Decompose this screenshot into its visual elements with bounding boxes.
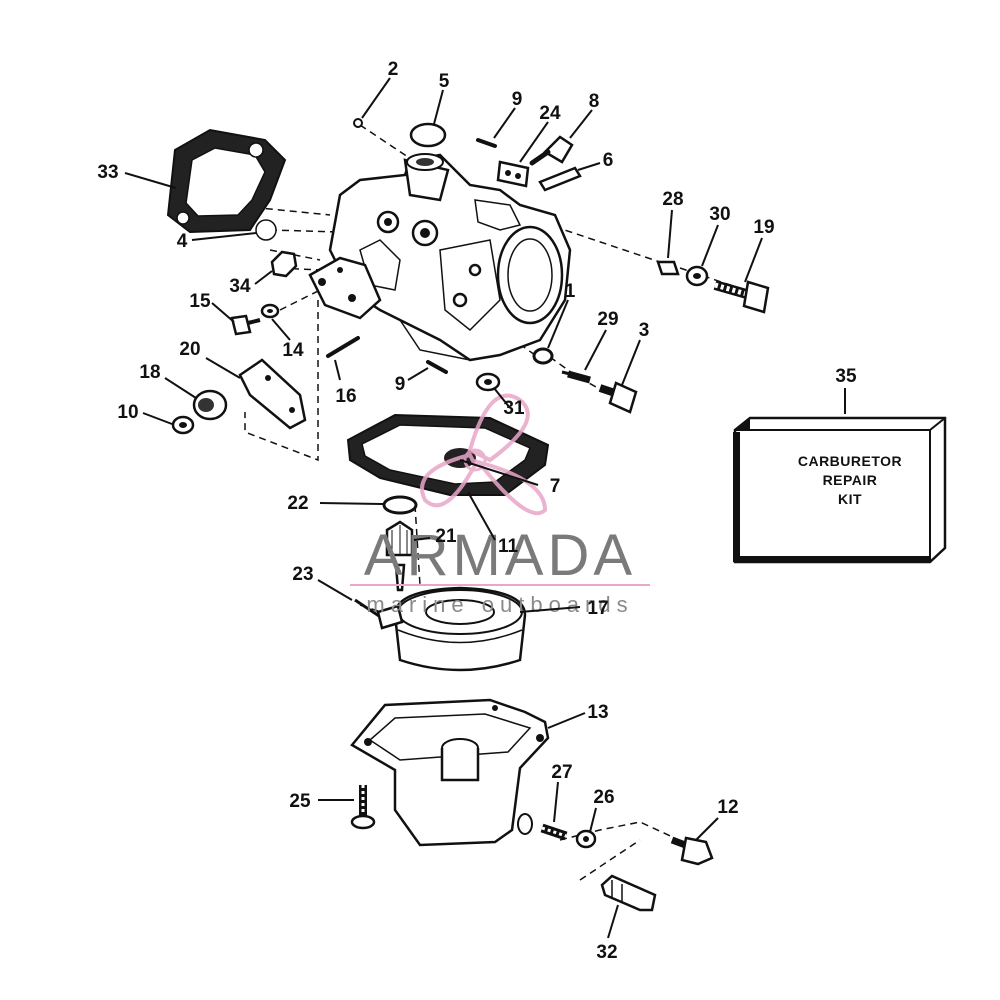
callout-16: 16: [335, 386, 356, 407]
callout-8: 8: [589, 91, 600, 112]
washer-30: [685, 265, 709, 287]
retainer-clip: [496, 160, 530, 188]
washer-26: [575, 829, 597, 849]
screw-3: [598, 381, 638, 414]
o-ring-1: [532, 347, 554, 365]
welch-plug: [409, 122, 447, 148]
bolt-12: [670, 836, 714, 866]
callout-35: 35: [835, 366, 857, 387]
callout-17: 17: [587, 598, 608, 619]
washer-31: [475, 372, 501, 392]
screw-25: [350, 785, 376, 830]
pin-6: [538, 166, 582, 192]
callout-19: 19: [753, 217, 774, 238]
kit-label-line1: CARBURETOR: [798, 453, 902, 469]
callout-20: 20: [179, 339, 200, 360]
callout-4: 4: [177, 231, 188, 252]
callout-33: 33: [97, 162, 118, 183]
inlet-needle: [394, 563, 406, 592]
float-bowl: [350, 698, 550, 847]
callout-9-lower: 9: [395, 374, 406, 395]
screw-16: [326, 336, 360, 358]
callout-23: 23: [292, 564, 313, 585]
callout-21: 21: [435, 526, 457, 547]
screw-19: [713, 280, 770, 314]
callout-1: 1: [565, 281, 576, 302]
callout-2: 2: [388, 59, 399, 80]
callout-12: 12: [717, 797, 738, 818]
link-roller: [192, 389, 228, 421]
callout-26: 26: [593, 787, 614, 808]
callout-3: 3: [639, 320, 650, 341]
callout-30: 30: [709, 204, 730, 225]
screw-15: [230, 314, 261, 336]
callout-25: 25: [289, 791, 311, 812]
pin-top: [476, 138, 497, 148]
callout-29: 29: [597, 309, 618, 330]
callout-15: 15: [189, 291, 211, 312]
pin-lower: [426, 360, 448, 374]
callout-31: 31: [503, 398, 525, 419]
callout-9-top: 9: [512, 89, 523, 110]
throttle-lever-plate: [308, 256, 382, 320]
carburetor-body: [328, 153, 572, 362]
callout-11: 11: [498, 536, 519, 557]
callout-22: 22: [287, 493, 308, 514]
callout-10: 10: [117, 402, 138, 423]
fuel-fitting: [600, 874, 657, 912]
callout-32: 32: [596, 942, 617, 963]
callout-5: 5: [439, 71, 450, 92]
callout-24: 24: [539, 103, 561, 124]
screw-8: [529, 135, 574, 166]
callout-27: 27: [551, 762, 572, 783]
inlet-needle-seat: [385, 520, 414, 557]
callout-28: 28: [662, 189, 683, 210]
kit-label-line2: REPAIR: [823, 472, 878, 488]
bowl-gasket: [346, 413, 550, 496]
callout-6: 6: [603, 150, 614, 171]
kit-label-line3: KIT: [838, 491, 862, 507]
fitting-28: [656, 260, 680, 276]
callout-7: 7: [550, 476, 561, 497]
link-nut: [171, 415, 195, 435]
watermark-tagline: marine outboards: [366, 592, 633, 617]
needle-29: [561, 370, 591, 384]
callout-numbers: 2 5 9 24 8 6 33 4 34 15 14 16 9 1 29 3 3…: [97, 59, 857, 963]
float: [376, 586, 527, 672]
throttle-link: [238, 358, 307, 430]
leader-lines: [124, 77, 846, 939]
callout-18: 18: [139, 362, 160, 383]
hex-nut: [270, 250, 298, 278]
propeller-logo: [420, 393, 548, 516]
plug-ball: [255, 219, 277, 241]
callout-13: 13: [587, 702, 608, 723]
callout-34: 34: [229, 276, 251, 297]
plug-27: [540, 823, 568, 841]
inlet-seat-gasket: [382, 495, 418, 515]
callout-14: 14: [282, 340, 304, 361]
watermark-brand: ARMADA: [364, 523, 636, 588]
washer-14: [260, 303, 280, 319]
armada-watermark: ARMADA marine outboards: [350, 393, 650, 617]
flange-gasket: [166, 128, 287, 234]
repair-kit-box: CARBURETOR REPAIR KIT: [733, 416, 947, 564]
check-ball: [353, 118, 363, 128]
